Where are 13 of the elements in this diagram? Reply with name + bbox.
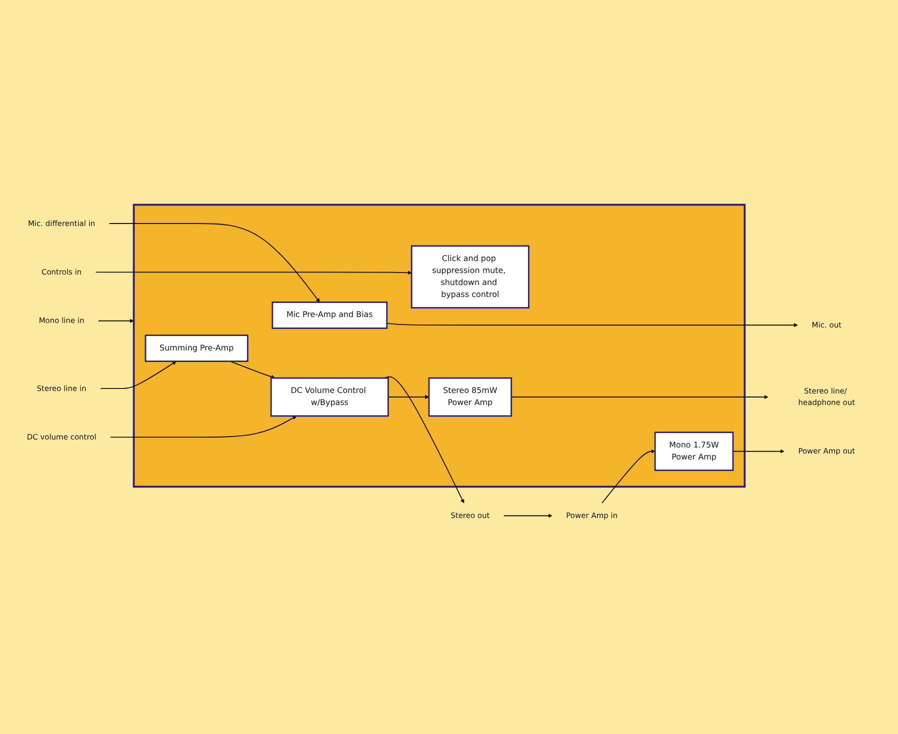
- arrow: [732, 450, 784, 454]
- arrow: [95, 271, 412, 276]
- cluster: [132, 204, 746, 488]
- arrow: [386, 323, 798, 328]
- arrow: [388, 395, 430, 400]
- arrow: [98, 319, 134, 324]
- arrow: [602, 450, 656, 504]
- arrow: [108, 223, 320, 303]
- arrow: [384, 376, 464, 504]
- arrow: [503, 514, 552, 518]
- arrow: [510, 395, 768, 400]
- arrow: [110, 416, 297, 438]
- arrow: [100, 362, 176, 390]
